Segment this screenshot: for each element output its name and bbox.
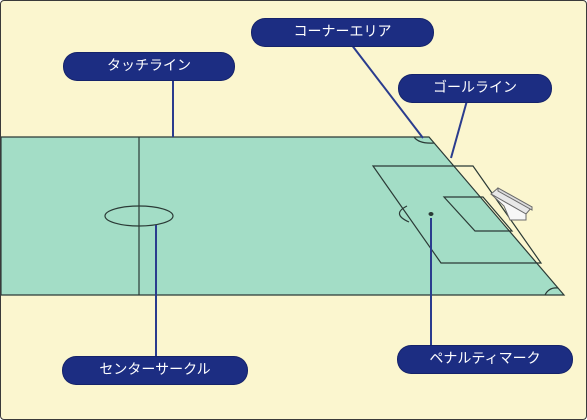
leader-lines (155, 43, 469, 359)
label-corner-area: コーナーエリア (252, 19, 433, 46)
goal-area (442, 196, 514, 232)
label-penalty-mark: ペナルティマーク (398, 346, 572, 373)
label-goal-line: ゴールライン (399, 75, 551, 102)
pitch (1, 136, 566, 296)
leader-corner-area (350, 43, 424, 139)
penalty-mark (428, 212, 434, 216)
penalty-arc (398, 205, 410, 223)
center-circle (104, 205, 174, 227)
corner-arc-bottom (544, 287, 559, 296)
penalty-area (371, 165, 543, 264)
label-touch-line: タッチライン (64, 53, 234, 80)
corner-arc-top (413, 136, 435, 144)
label-center-circle: センターサークル (63, 357, 247, 384)
leader-goal-line (450, 96, 469, 159)
goal (490, 187, 533, 221)
